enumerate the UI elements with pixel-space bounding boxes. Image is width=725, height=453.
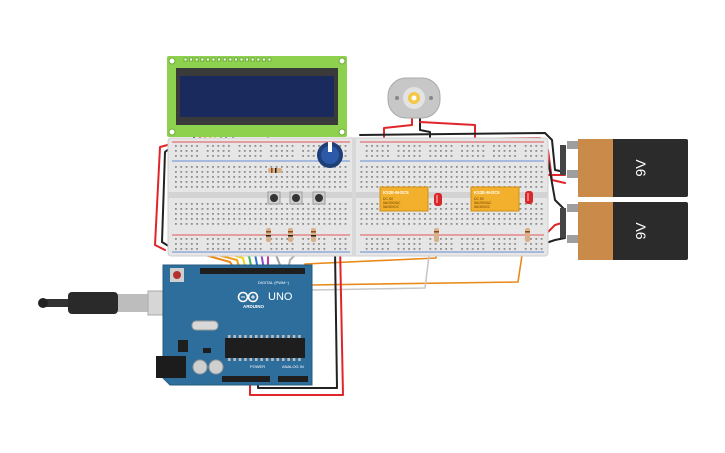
arduino-model: UNO <box>268 291 293 303</box>
resistor-relay-2 <box>525 228 530 242</box>
relay-1-spec-1: DC 5V <box>383 197 394 201</box>
breadboard-holes <box>175 145 543 250</box>
digital-header-label: DIGITAL (PWM~) <box>258 280 290 285</box>
relay-2-spec-1: DC 5V <box>474 197 485 201</box>
lcd-display <box>167 56 347 137</box>
analog-header-label: ANALOG IN <box>282 364 304 369</box>
push-button-1[interactable] <box>267 191 281 205</box>
push-button-3[interactable] <box>312 191 326 205</box>
breadboard <box>167 137 549 257</box>
led-2 <box>525 191 533 204</box>
resistors <box>266 168 530 242</box>
relay-2-model: KS2E-M-DC5 <box>474 190 500 195</box>
arduino-logo <box>237 291 259 303</box>
wire-black-right-top <box>359 132 566 173</box>
battery-2: 9V <box>560 202 688 260</box>
resistor-top <box>268 168 282 173</box>
push-buttons <box>267 191 326 205</box>
lcd-pin-header <box>183 57 272 62</box>
mcu-pins <box>228 335 301 361</box>
push-button-2[interactable] <box>289 191 303 205</box>
arduino-brand: ARDUINO <box>243 304 264 309</box>
lcd-screen <box>180 76 334 117</box>
resistor-button-2 <box>288 228 293 242</box>
relay-2-spec-2: 5A/250VAC <box>474 201 492 205</box>
relay-1-model: KS2E-M-DC5 <box>383 190 409 195</box>
potentiometer[interactable] <box>317 142 343 168</box>
battery-1-label: 9V <box>633 159 649 177</box>
relay-1-spec-3: 5A/30VDC <box>383 205 400 209</box>
arduino-uno: DIGITAL (PWM~) ARDUINO UNO POWER ANALOG … <box>38 264 313 386</box>
analog-pin-header <box>278 376 308 382</box>
power-header-label: POWER <box>250 364 265 369</box>
resistor-button-3 <box>311 228 316 242</box>
usb-cable <box>38 290 171 316</box>
wire-red-power <box>249 244 344 396</box>
power-pin-header <box>222 376 270 382</box>
relay-1: KS2E-M-DC5 DC 5V 5A/250VAC 5A/30VDC <box>379 186 429 212</box>
digital-pin-header <box>200 268 305 274</box>
battery-1: 9V <box>560 139 688 197</box>
wire-black-battery-link <box>547 159 566 211</box>
relay-2-spec-3: 5A/30VDC <box>474 205 491 209</box>
led-1 <box>434 193 442 206</box>
relay-2: KS2E-M-DC5 DC 5V 5A/250VAC 5A/30VDC <box>470 186 520 212</box>
dc-motor <box>387 77 441 119</box>
resistor-relay-1 <box>434 228 439 242</box>
resistor-button-1 <box>266 228 271 242</box>
battery-2-label: 9V <box>633 222 649 240</box>
relay-1-spec-2: 5A/250VAC <box>383 201 401 205</box>
